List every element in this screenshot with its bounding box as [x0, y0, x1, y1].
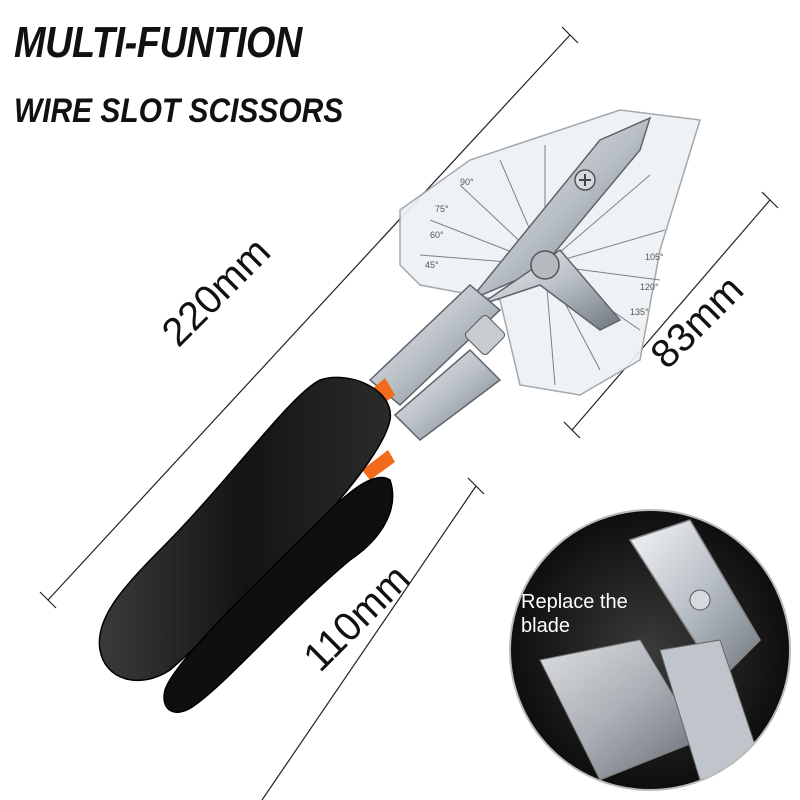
metal-shank	[368, 283, 506, 441]
blade-replacement-inset	[509, 509, 791, 791]
inset-caption-line2: blade	[521, 615, 570, 637]
black-handle	[98, 376, 394, 713]
inset-caption: Replace the blade	[521, 590, 661, 638]
dimension-line-220	[39, 26, 579, 609]
dimension-line-83	[563, 191, 779, 439]
subtitle-headline: WIRE SLOT SCISSORS	[14, 92, 344, 130]
dimension-line-110	[261, 477, 485, 800]
title-headline: MULTI-FUNTION	[14, 18, 302, 67]
inset-caption-line1: Replace the	[521, 591, 628, 613]
cutting-blade	[469, 116, 652, 331]
